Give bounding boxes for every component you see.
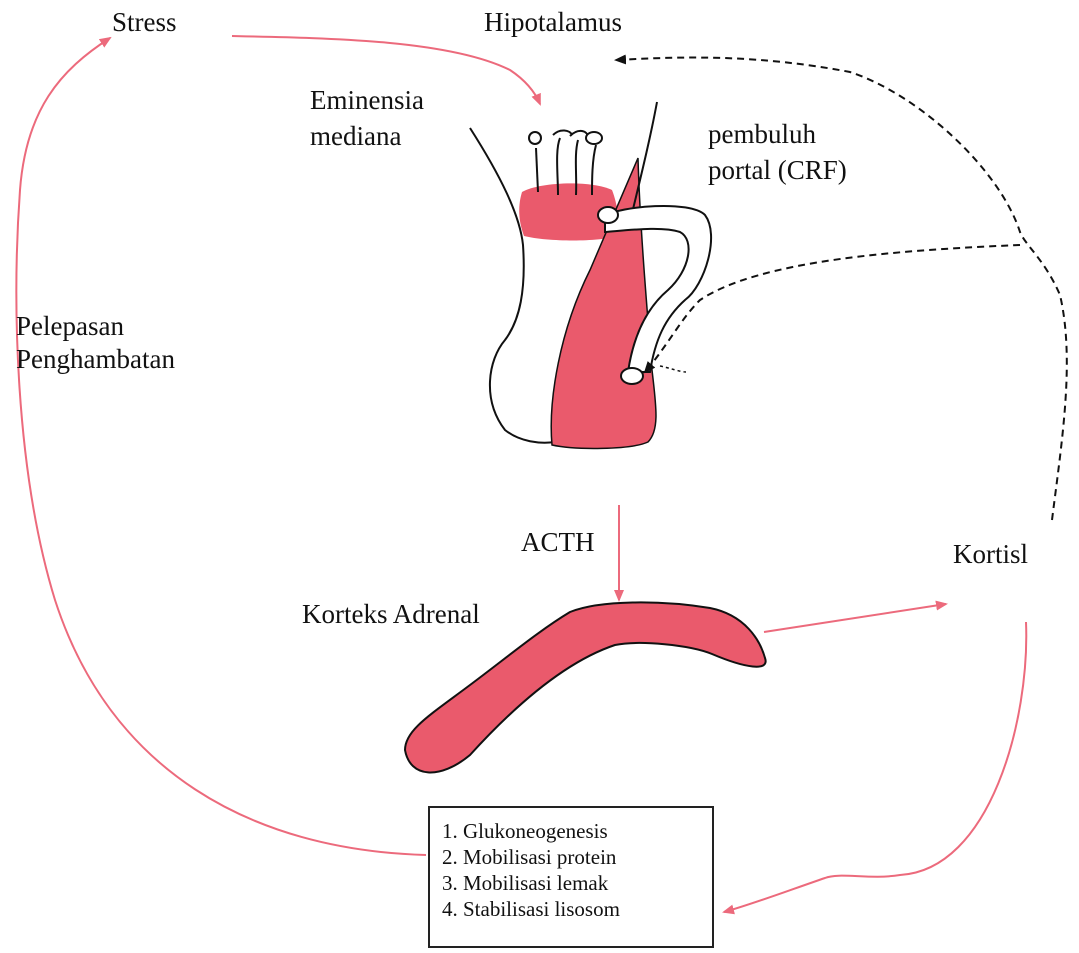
dashed-feedback-pituitary-tail (660, 366, 686, 372)
effect-item-fat-mobilization: 3. Mobilisasi lemak (442, 870, 712, 896)
median-eminence-label-line2: mediana (310, 122, 401, 152)
stress-label: Stress (112, 8, 177, 38)
effects-list: 1. Glukoneogenesis 2. Mobilisasi protein… (442, 818, 712, 922)
effect-item-gluconeogenesis: 1. Glukoneogenesis (442, 818, 712, 844)
cortisol-to-effects-arrow (724, 622, 1026, 912)
portal-vessel-top-end (598, 207, 618, 223)
acth-label: ACTH (521, 528, 595, 558)
portal-vessel-label-line2: portal (CRF) (708, 156, 847, 186)
portal-vessel-bottom-end (621, 368, 643, 384)
hypothalamus-label: Hipotalamus (484, 8, 622, 38)
cortisol-label: Kortisl (953, 540, 1028, 570)
cortisol-arrow (764, 604, 946, 632)
adrenal-cortex-label: Korteks Adrenal (302, 600, 480, 630)
median-eminence-label-line1: Eminensia (310, 86, 424, 116)
effect-item-protein-mobilization: 2. Mobilisasi protein (442, 844, 712, 870)
feedback-loop-arrow (16, 38, 426, 855)
cortisol-effects-box: 1. Glukoneogenesis 2. Mobilisasi protein… (428, 806, 714, 948)
inhibition-label: Penghambatan (16, 345, 175, 375)
portal-vessel-label-line1: pembuluh (708, 120, 816, 150)
release-label: Pelepasan (16, 312, 124, 342)
effect-item-lysosome-stabilization: 4. Stabilisasi lisosom (442, 896, 712, 922)
